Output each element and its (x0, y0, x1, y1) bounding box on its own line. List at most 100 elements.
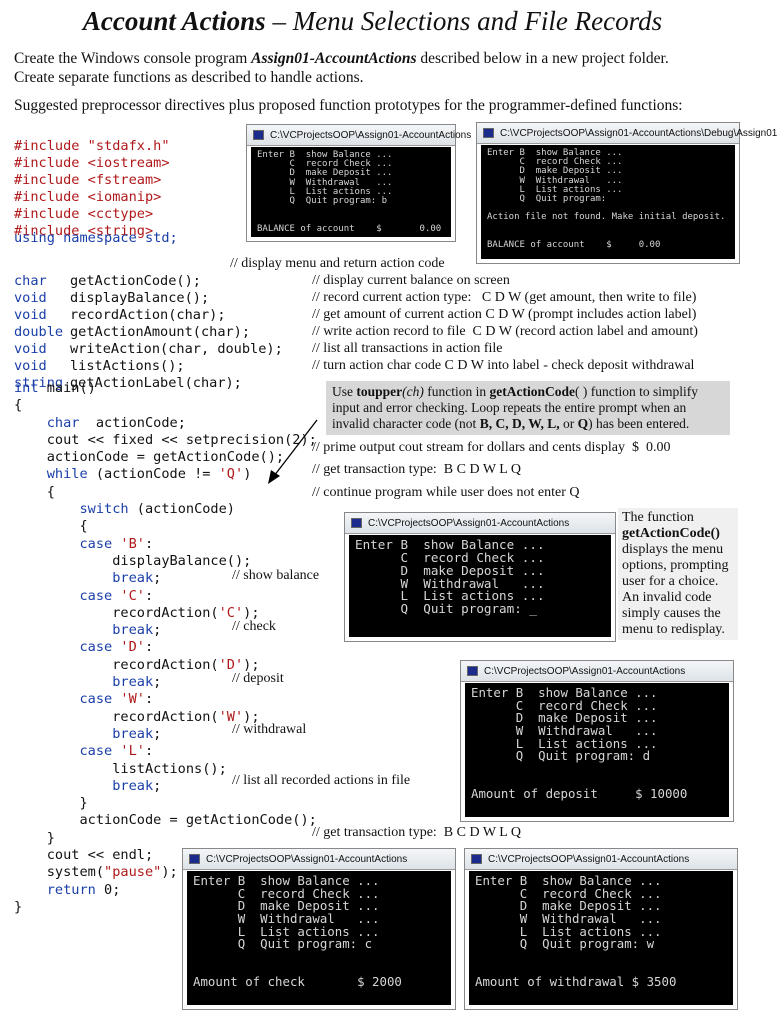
code-line: actionCode = getActionCode(); (14, 812, 317, 829)
code-line: recordAction('D'); (14, 656, 260, 673)
code-line: { (14, 483, 55, 500)
code-line: case 'W': (79, 691, 154, 708)
include-line: #include <fstream> (14, 172, 162, 188)
main-comment: // show balance (232, 568, 320, 583)
window-titlebar[interactable]: C:\VCProjectsOOP\Assign01-AccountActions (461, 661, 733, 682)
main-comment: // deposit (232, 671, 284, 686)
proto-comment: // display current balance on screen (312, 273, 510, 288)
code-line: system("pause"); (14, 864, 178, 881)
proto-comment: // display menu and return action code (230, 256, 445, 271)
code-line: } (14, 898, 23, 915)
window-title: C:\VCProjectsOOP\Assign01-AccountActions (488, 853, 690, 865)
proto-comment: // list all transactions in action file (312, 341, 503, 356)
code-line: } (14, 795, 88, 812)
console-output: Enter B show Balance ... C record Check … (187, 871, 451, 1005)
main-function-code: int main(){ char actionCode; cout << fix… (14, 380, 317, 916)
console-icon (189, 854, 200, 864)
code-line: break; (112, 777, 162, 794)
console-icon (253, 130, 264, 140)
proto-comment: // get amount of current action C D W (p… (312, 307, 697, 322)
code-line: break; (112, 725, 162, 742)
code-line: displayBalance(); (14, 552, 252, 569)
console-output: Enter B show Balance ... C record Check … (469, 871, 733, 1005)
code-line: while (actionCode != 'Q') (46, 466, 252, 483)
code-line: listActions(); (14, 760, 227, 777)
console-icon (483, 128, 494, 138)
window-title: C:\VCProjectsOOP\Assign01-AccountActions (206, 853, 408, 865)
console-output: Enter B show Balance ... C record Check … (481, 145, 735, 259)
console-output: Enter B show Balance ... C record Check … (251, 147, 451, 237)
using-line: using namespace std; (14, 230, 178, 246)
code-line: case 'C': (79, 587, 154, 604)
code-line: recordAction('C'); (14, 604, 260, 621)
code-line: break; (112, 674, 162, 691)
code-line: switch (actionCode) (79, 501, 235, 518)
console-icon (471, 854, 482, 864)
window-titlebar[interactable]: C:\VCProjectsOOP\Assign01-AccountActions (465, 849, 737, 870)
code-line: { (14, 518, 88, 535)
window-title: C:\VCProjectsOOP\Assign01-AccountActions (484, 665, 686, 677)
code-line: cout << endl; (14, 847, 154, 864)
include-line: #include <iostream> (14, 155, 170, 171)
window-titlebar[interactable]: C:\VCProjectsOOP\Assign01-AccountActions (247, 125, 471, 146)
main-comment: // get transaction type: B C D W L Q (312, 825, 521, 840)
code-line: int main() (14, 380, 96, 396)
code-line: break; (112, 622, 162, 639)
window-title: C:\VCProjectsOOP\Assign01-AccountActions… (500, 127, 777, 139)
main-comment: // get transaction type: B C D W L Q (312, 462, 521, 477)
code-line: cout << fixed << setprecision(2); (14, 431, 317, 448)
window-titlebar[interactable]: C:\VCProjectsOOP\Assign01-AccountActions (183, 849, 455, 870)
code-line: actionCode = getActionCode(); (14, 449, 285, 466)
code-line: char actionCode; (46, 414, 186, 431)
proto-comment: // turn action char code C D W into labe… (312, 358, 695, 373)
code-line: { (14, 397, 23, 414)
console-icon (351, 518, 362, 528)
window-title: C:\VCProjectsOOP\Assign01-AccountActions (368, 517, 570, 529)
intro-line-1: Create the Windows console program Assig… (14, 50, 669, 67)
intro-line-2: Create separate functions as described t… (14, 69, 364, 86)
console-window: C:\VCProjectsOOP\Assign01-AccountActions… (246, 124, 471, 242)
proto-comment: // write action record to file C D W (re… (312, 324, 698, 339)
console-window: C:\VCProjectsOOP\Assign01-AccountActions… (464, 848, 738, 1010)
side-note: The function getActionCode() displays th… (618, 508, 738, 640)
window-titlebar[interactable]: C:\VCProjectsOOP\Assign01-AccountActions… (477, 123, 777, 144)
main-comment: // check (232, 619, 276, 634)
include-line: #include <cctype> (14, 206, 154, 222)
code-line: recordAction('W'); (14, 708, 260, 725)
code-line: case 'D': (79, 639, 154, 656)
proto-comment: // record current action type: C D W (ge… (312, 290, 697, 305)
console-window: C:\VCProjectsOOP\Assign01-AccountActions… (476, 122, 777, 264)
arrow-icon (268, 419, 318, 484)
console-output: Enter B show Balance ... C record Check … (349, 535, 611, 637)
code-line: } (14, 829, 55, 846)
intro-line-3: Suggested preprocessor directives plus p… (14, 97, 683, 114)
console-icon (467, 666, 478, 676)
main-comment: // withdrawal (232, 722, 307, 737)
include-line: #include <iomanip> (14, 189, 162, 205)
page-title: Account Actions – Menu Selections and Fi… (82, 6, 663, 36)
window-titlebar[interactable]: C:\VCProjectsOOP\Assign01-AccountActions (345, 513, 615, 534)
code-line: case 'L': (79, 743, 154, 760)
toupper-note: Use toupper(ch) function in getActionCod… (326, 381, 730, 435)
main-comment: // prime output cout stream for dollars … (312, 440, 671, 455)
include-line: #include "stdafx.h" (14, 138, 170, 154)
main-comment: // continue program while user does not … (312, 485, 580, 500)
main-comment: // list all recorded actions in file (232, 773, 411, 788)
console-window: C:\VCProjectsOOP\Assign01-AccountActions… (344, 512, 616, 642)
code-line: case 'B': (79, 535, 154, 552)
window-title: C:\VCProjectsOOP\Assign01-AccountActions (270, 129, 472, 141)
console-output: Enter B show Balance ... C record Check … (465, 683, 729, 817)
code-line: return 0; (46, 881, 121, 898)
code-line: break; (112, 570, 162, 587)
console-window: C:\VCProjectsOOP\Assign01-AccountActions… (182, 848, 456, 1010)
include-list: #include "stdafx.h"#include <iostream>#i… (14, 121, 170, 240)
include-line: #include <string> (14, 223, 154, 239)
